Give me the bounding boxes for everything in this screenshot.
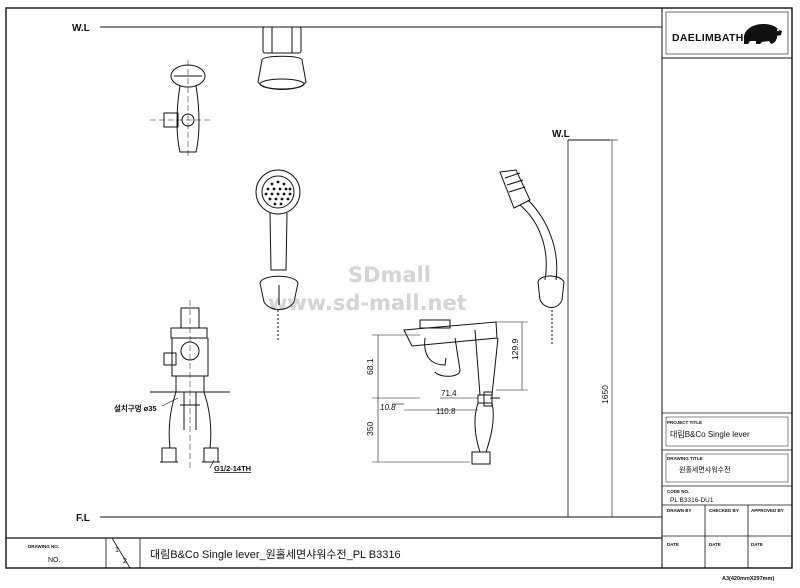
bottom-title-strip (6, 537, 662, 569)
dim-129-9: 129.9 (510, 338, 520, 360)
project-title-label: PROJECT TITLE (667, 420, 702, 425)
code-no: PL B3316-DU1 (670, 497, 714, 504)
dim-71-4: 71.4 (441, 389, 457, 398)
thread-leader (209, 459, 215, 469)
dim-350: 350 (365, 422, 375, 436)
logo: DAELIMBATH (665, 11, 789, 55)
checked-by-label: CHECKED BY (709, 508, 739, 513)
sheet-total: 2 (123, 558, 127, 565)
level-lines (100, 26, 662, 518)
wall-bracket-drawing (257, 26, 307, 90)
drawing-title: 원홀세면샤워수전 (679, 465, 731, 474)
shower-holes (264, 180, 292, 206)
faucet-front-view (150, 300, 230, 470)
drawing-no: NO. (48, 557, 61, 564)
approved-by-label: APPROVED BY (751, 508, 784, 513)
faucet-side-view (403, 319, 500, 465)
drawing-title-label: DRAWING TITLE (667, 456, 703, 461)
drawn-by-label: DRAWN BY (667, 508, 692, 513)
floor-level-label: F.L (76, 513, 90, 524)
watermark-line-1: SDmall (348, 263, 431, 287)
title-block (662, 412, 792, 568)
thread-spec-label: G1/2-14TH (214, 464, 251, 473)
water-level-label-side: W.L (552, 129, 570, 140)
faucet-top-view (150, 60, 210, 158)
dim-10-8: 10.8 (380, 403, 396, 412)
mounting-hole-leader (161, 397, 179, 407)
bottom-title: 대림B&Co Single lever_원홀세면샤워수전_PL B3316 (150, 548, 401, 561)
watermark-line-2: www.sd-mall.net (268, 291, 467, 315)
code-no-label: CODE NO. (667, 489, 689, 494)
logo-text: DAELIMBATH (672, 32, 744, 44)
hand-shower-side (499, 169, 565, 345)
date-label-3: DATE (751, 542, 763, 547)
dim-1650: 1650 (600, 385, 610, 404)
drawing-no-label: DRAWING NO. (28, 544, 59, 549)
mounting-hole-label: 설치구멍 ø35 (114, 403, 157, 413)
sheet-current: 1 (115, 547, 119, 554)
drawing-frame (5, 7, 793, 569)
water-level-label-top: W.L (72, 23, 90, 34)
hand-shower-front (255, 169, 301, 340)
dim-68-1: 68.1 (365, 358, 375, 375)
dimension-lines (372, 139, 618, 518)
paper-size: A3(420mmX297mm) (722, 576, 774, 582)
dim-110-8: 110.8 (436, 407, 456, 416)
date-label-1: DATE (667, 542, 679, 547)
date-label-2: DATE (709, 542, 721, 547)
bear-logo-icon (744, 24, 782, 44)
project-title: 대림B&Co Single lever (670, 429, 750, 439)
